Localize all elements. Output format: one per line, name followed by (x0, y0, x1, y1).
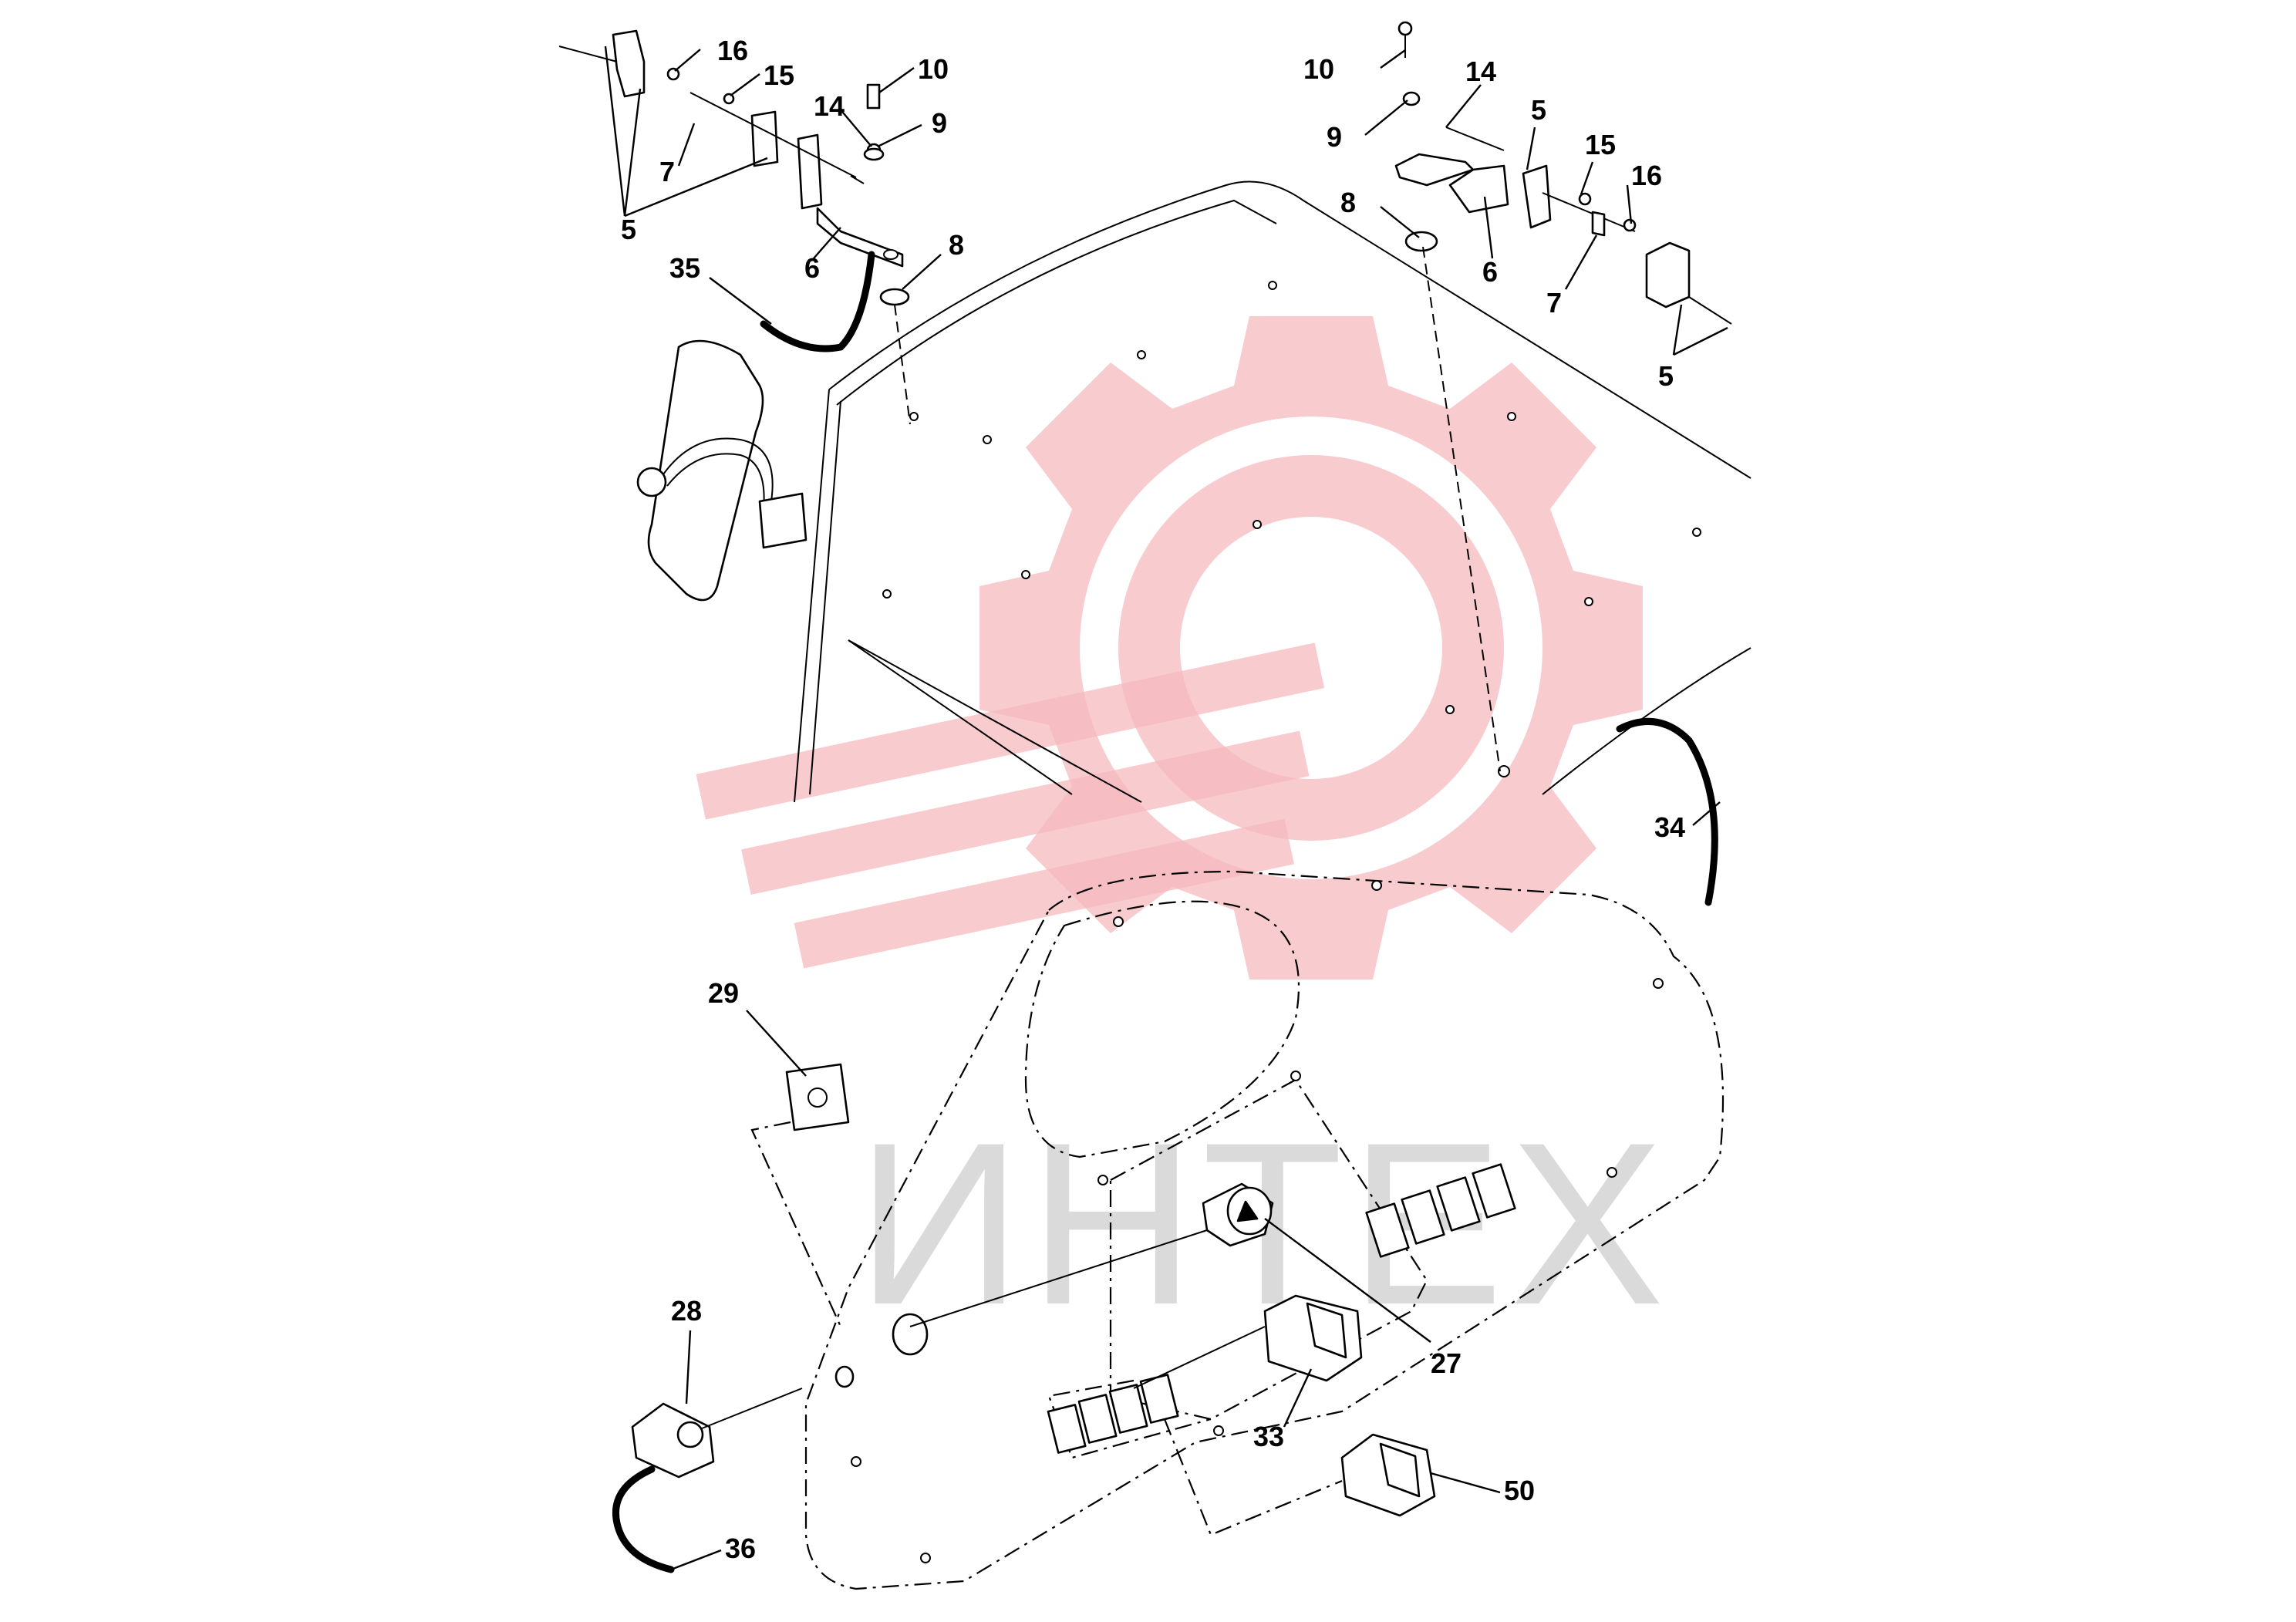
callout-9-right: 9 (1327, 121, 1342, 153)
callout-8-left: 8 (949, 229, 964, 261)
callout-5-left-bottom: 5 (621, 214, 636, 245)
callout-8-right: 8 (1340, 187, 1356, 218)
callout-6-left: 6 (804, 252, 820, 284)
left-light-assembly (558, 29, 911, 425)
callout-16-right: 16 (1631, 160, 1662, 191)
part-27-switch (909, 1182, 1274, 1327)
callout-33: 33 (1253, 1421, 1284, 1452)
part-50-rocker-switch (1163, 1418, 1436, 1536)
part-33-rocker-switch (1133, 1294, 1363, 1389)
callout-34: 34 (1654, 811, 1685, 843)
callout-28: 28 (671, 1295, 702, 1327)
rocker-switch-bank-upper (1365, 1163, 1516, 1258)
callout-10-right: 10 (1303, 53, 1334, 85)
callout-14-left: 14 (814, 90, 845, 122)
watermark-gear-logo (696, 316, 1643, 980)
callout-35: 35 (669, 252, 700, 284)
callout-50: 50 (1504, 1475, 1535, 1506)
roof-holes (882, 281, 1701, 777)
panel-holes (851, 880, 1664, 1563)
callout-27: 27 (1431, 1347, 1462, 1379)
callout-9-left: 9 (932, 107, 947, 139)
callout-10-left: 10 (918, 53, 949, 85)
callout-14-right: 14 (1465, 56, 1496, 87)
callout-36: 36 (725, 1533, 756, 1564)
callout-labels: 16 15 10 14 9 7 5 6 8 35 10 14 5 9 15 16… (621, 35, 1685, 1564)
part-29-plate (750, 1063, 850, 1327)
callout-5-right-bottom: 5 (1658, 360, 1674, 392)
callout-16-left: 16 (717, 35, 748, 66)
callout-15-right: 15 (1585, 129, 1616, 160)
callout-7-right: 7 (1546, 287, 1562, 319)
callout-29: 29 (708, 977, 739, 1009)
callout-7-left: 7 (659, 156, 675, 187)
cab-roof (794, 180, 1752, 803)
side-mirror (636, 339, 807, 602)
rocker-switch-bank-lower (1047, 1374, 1179, 1454)
leader-lines (604, 46, 1728, 1571)
callout-15-left: 15 (764, 59, 794, 91)
right-light-assembly (1394, 21, 1732, 906)
callout-6-right: 6 (1482, 256, 1498, 288)
part-28-toggle-switch (612, 1388, 803, 1573)
callout-5-right-top: 5 (1531, 94, 1546, 126)
